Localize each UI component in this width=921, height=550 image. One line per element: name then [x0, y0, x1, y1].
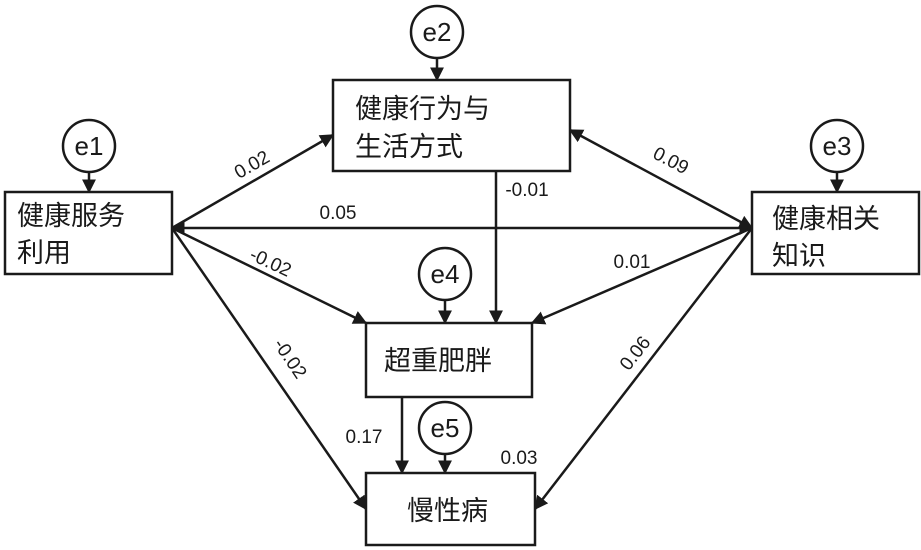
node-label-line: 健康相关 — [772, 204, 880, 235]
edge-service-to-behavior — [171, 133, 335, 230]
node-overweight-obesity: 超重肥胖 — [364, 321, 534, 399]
node-label-line: 利用 — [17, 238, 71, 269]
error-e5: e5 — [417, 400, 473, 456]
error-label: e1 — [75, 131, 104, 161]
coef-knowledge-obesity: 0.01 — [614, 252, 651, 273]
node-label-line: 超重肥胖 — [384, 346, 492, 377]
coef-service-behavior: 0.02 — [231, 147, 274, 184]
coef-knowledge-behavior: 0.09 — [649, 143, 692, 179]
coef-service-knowledge: 0.05 — [320, 203, 357, 224]
coef-knowledge-disease: 0.06 — [616, 333, 655, 375]
coef-e5-disease: 0.03 — [501, 448, 538, 469]
error-e2: e2 — [409, 4, 465, 60]
edge-knowledge-behavior — [568, 128, 754, 230]
edge-knowledge-to-disease — [534, 227, 753, 511]
node-label-line: 生活方式 — [355, 132, 463, 163]
node-label-line: 慢性病 — [407, 496, 488, 527]
node-health-knowledge: 健康相关 知识 — [750, 190, 921, 276]
node-label-line: 知识 — [772, 241, 826, 272]
coef-obesity-disease: 0.17 — [346, 427, 383, 448]
node-health-service-use: 健康服务 利用 — [3, 190, 174, 276]
coef-behavior-obesity: -0.01 — [505, 180, 548, 201]
error-e4: e4 — [417, 246, 473, 302]
node-health-behavior-lifestyle: 健康行为与 生活方式 — [331, 78, 572, 173]
error-label: e2 — [423, 17, 452, 47]
error-label: e3 — [823, 131, 852, 161]
edge-service-to-disease — [170, 227, 368, 511]
edge-service-to-obesity — [171, 226, 368, 325]
node-label-line: 健康服务 — [17, 201, 125, 232]
node-label-line: 健康行为与 — [355, 94, 490, 125]
error-label: e4 — [431, 259, 460, 289]
error-e1: e1 — [61, 118, 117, 174]
error-label: e5 — [431, 413, 460, 443]
error-e3: e3 — [809, 118, 865, 174]
node-chronic-disease: 慢性病 — [364, 471, 537, 547]
edge-knowledge-to-obesity — [530, 226, 753, 325]
